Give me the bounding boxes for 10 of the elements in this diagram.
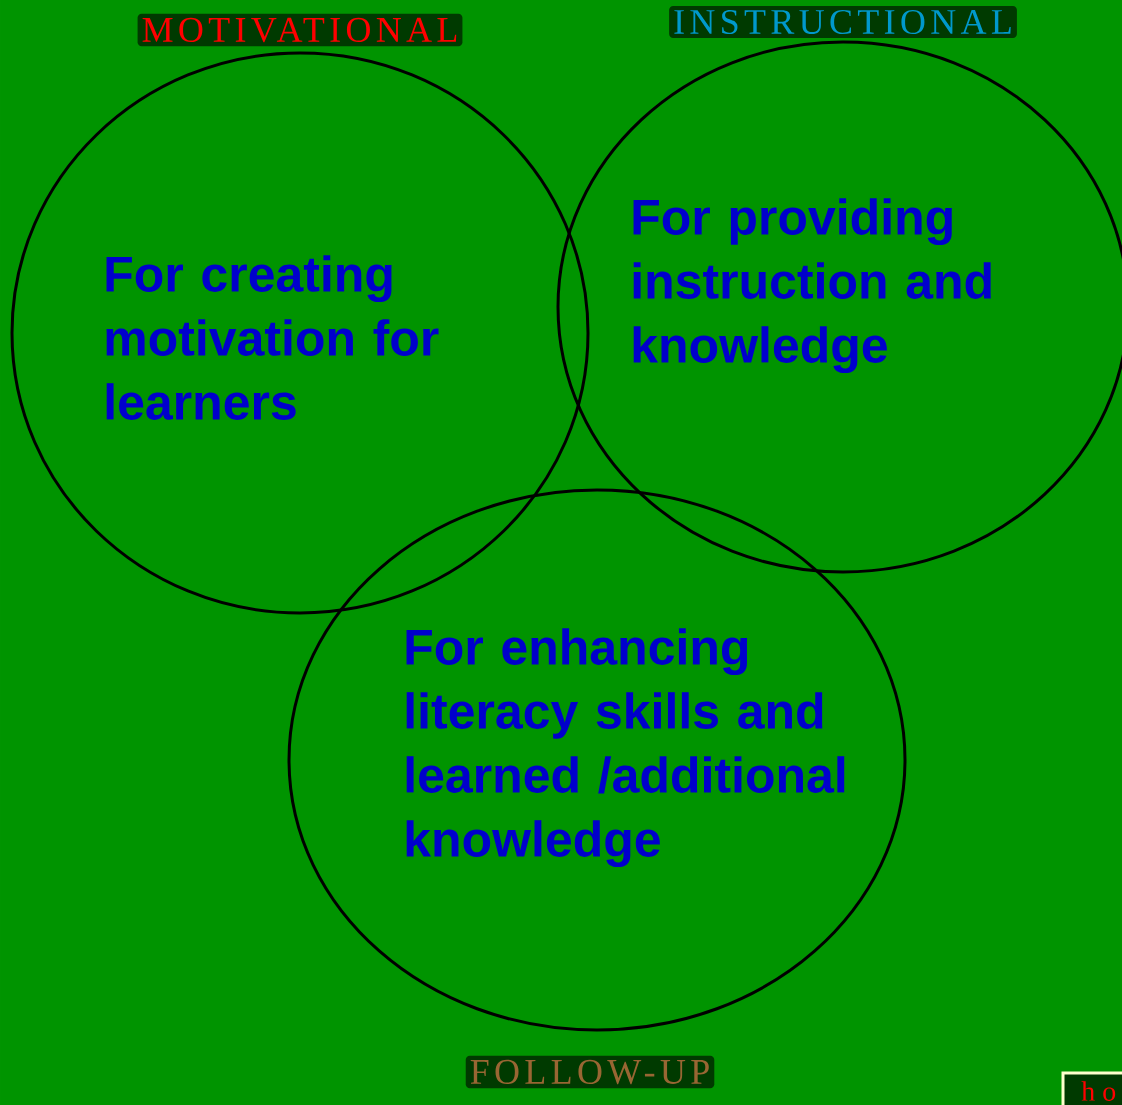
circle-heading: INSTRUCTIONAL bbox=[669, 5, 1017, 39]
corner-box: h o bbox=[1061, 1071, 1122, 1105]
circle-text: For providing instruction and knowledge bbox=[633, 198, 991, 373]
circle-heading: MOTIVATIONAL bbox=[137, 13, 463, 47]
circle-text: For creating motivation for learners bbox=[106, 255, 439, 420]
venn-circle bbox=[556, 5, 1122, 574]
circle-text: For enhancing literacy skills and learned /additional knowledge bbox=[406, 628, 845, 867]
circle-heading: FOLLOW-UP bbox=[465, 1055, 715, 1089]
venn-circle bbox=[10, 13, 590, 615]
venn-circle bbox=[287, 488, 907, 1089]
